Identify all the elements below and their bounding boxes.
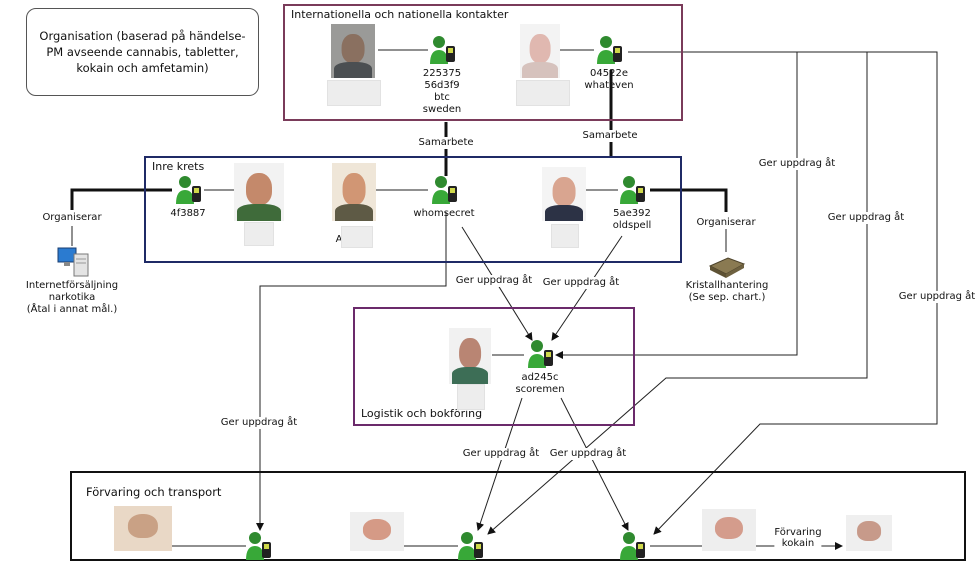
node-id: 04522e bbox=[590, 68, 628, 79]
group-storage-title: Förvaring och transport bbox=[86, 485, 222, 499]
node-alias: whateven bbox=[584, 80, 634, 91]
group-inner: Inre krets bbox=[144, 156, 682, 263]
label-organizes: Organiserar bbox=[42, 212, 102, 224]
group-logistics-title: Logistik och bokföring bbox=[361, 407, 483, 420]
edge-n2-n6 bbox=[555, 51, 798, 359]
person-phone-icon bbox=[528, 340, 553, 368]
label-collaboration: Samarbete bbox=[418, 137, 474, 149]
person-phone-icon bbox=[458, 532, 483, 560]
node-id: 225375 bbox=[422, 68, 462, 79]
node-alias: scoremen bbox=[515, 384, 565, 395]
label-assigns: Ger uppdrag åt bbox=[898, 291, 976, 303]
person-phone-icon bbox=[246, 532, 271, 560]
partial-name-caption: A bbox=[335, 234, 343, 246]
node-id: 5ae392 bbox=[613, 208, 651, 219]
person-phone-icon bbox=[432, 176, 457, 204]
person-phone-icon bbox=[597, 36, 622, 64]
person-photo bbox=[350, 512, 404, 551]
group-storage: Förvaring och transport bbox=[70, 471, 966, 561]
package-icon bbox=[708, 257, 746, 278]
edge-n2-storage-b bbox=[653, 51, 938, 535]
node-alias: oldspell bbox=[612, 220, 652, 231]
label-assigns: Ger uppdrag åt bbox=[827, 212, 905, 224]
edge-n2-storage-a bbox=[487, 51, 868, 535]
label-collaboration: Samarbete bbox=[582, 130, 638, 142]
person-photo bbox=[114, 506, 172, 551]
organisation-note: Organisation (baserad på händelse-PM avs… bbox=[26, 8, 259, 96]
edge-n6-storage-a bbox=[476, 397, 523, 531]
group-international-title: Internationella och nationella kontakter bbox=[291, 8, 509, 21]
entity-crystal-handling: Kristallhantering (Se sep. chart.) bbox=[685, 280, 769, 304]
person-photo bbox=[449, 328, 491, 384]
label-assigns: Ger uppdrag åt bbox=[455, 275, 533, 287]
label-assigns: Ger uppdrag åt bbox=[542, 277, 620, 289]
person-phone-icon bbox=[176, 176, 201, 204]
node-id-2: 56d3f9 bbox=[424, 80, 460, 91]
node-id: 4f3887 bbox=[170, 208, 206, 219]
edge-n4-storage bbox=[256, 212, 447, 531]
person-phone-icon bbox=[430, 36, 455, 64]
redacted-label bbox=[327, 80, 381, 106]
label-assigns: Ger uppdrag åt bbox=[220, 417, 298, 429]
person-photo bbox=[331, 24, 375, 78]
label-storage-cocaine: Förvaring kokain bbox=[774, 527, 822, 549]
edge-n6-storage-b bbox=[560, 397, 629, 531]
redacted-label bbox=[516, 80, 570, 106]
redacted-label bbox=[341, 226, 373, 248]
label-assigns: Ger uppdrag åt bbox=[549, 448, 627, 460]
node-alias: btc bbox=[434, 92, 450, 103]
person-photo bbox=[332, 163, 376, 221]
node-alias: whomsecret bbox=[413, 208, 475, 219]
node-alias-2: sweden bbox=[422, 104, 462, 115]
person-photo bbox=[542, 167, 586, 221]
edge-org-left bbox=[70, 188, 172, 210]
label-organizes: Organiserar bbox=[696, 217, 756, 229]
entity-internet-sales: Internetförsäljning narkotika (Åtal i an… bbox=[25, 280, 119, 316]
person-photo bbox=[520, 24, 560, 78]
computer-network-icon bbox=[57, 247, 89, 277]
person-phone-icon bbox=[620, 532, 645, 560]
person-photo bbox=[846, 515, 892, 551]
label-assigns: Ger uppdrag åt bbox=[462, 448, 540, 460]
person-photo bbox=[234, 163, 284, 221]
group-international: Internationella och nationella kontakter bbox=[283, 4, 683, 121]
person-phone-icon bbox=[620, 176, 645, 204]
node-id: ad245c bbox=[521, 372, 559, 383]
redacted-label bbox=[244, 222, 274, 246]
redacted-label bbox=[457, 384, 485, 410]
edge-org-right bbox=[650, 188, 728, 212]
person-photo bbox=[702, 509, 756, 551]
label-assigns: Ger uppdrag åt bbox=[758, 158, 836, 170]
group-inner-title: Inre krets bbox=[152, 160, 205, 173]
group-logistics: Logistik och bokföring bbox=[353, 307, 635, 426]
redacted-label bbox=[551, 224, 579, 248]
